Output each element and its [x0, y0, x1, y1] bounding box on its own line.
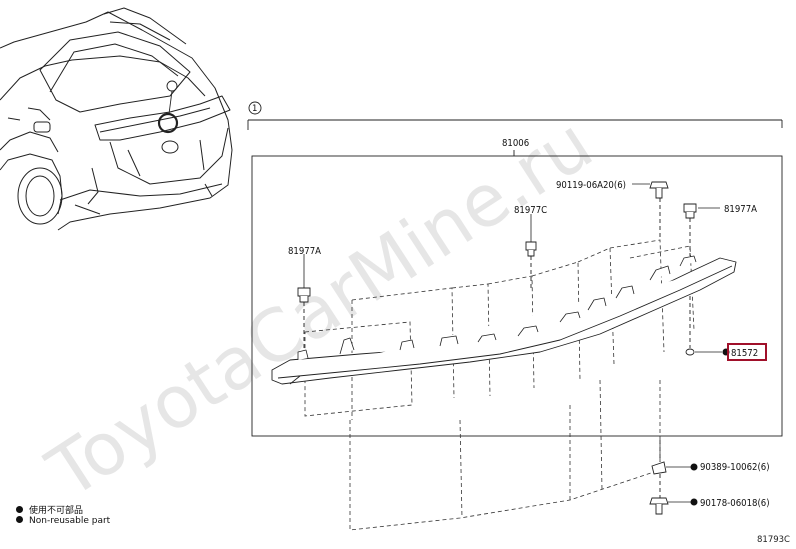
legend-text-english: Non-reusable part	[29, 516, 111, 526]
watermark-text: ToyotaCarMine.ru	[33, 101, 607, 515]
part-label-90178[interactable]: 90178‑06018(6)	[700, 498, 770, 509]
part-label-81977c[interactable]: 81977C	[514, 205, 547, 216]
legend-dot-icon	[16, 516, 23, 523]
part-label-81977a-right[interactable]: 81977A	[724, 204, 757, 215]
legend-text-japanese: 使用不可部品	[29, 506, 84, 516]
assembly-label: 81006	[502, 138, 529, 149]
non-reusable-dot	[690, 498, 698, 506]
legend-dot-icon	[16, 506, 23, 513]
legend-row-japanese: 使用不可部品	[16, 503, 83, 516]
part-label-90389[interactable]: 90389‑10062(6)	[700, 462, 770, 473]
figure-code: 81793C	[757, 535, 790, 545]
non-reusable-dot	[690, 463, 698, 471]
reference-bracket	[247, 101, 783, 130]
part-label-81572[interactable]: 81572	[731, 348, 758, 359]
part-label-90119[interactable]: 90119‑06A20(6)	[556, 180, 626, 191]
highlight-box-81572	[727, 343, 767, 361]
part-label-81977a-left[interactable]: 81977A	[288, 246, 321, 257]
assembly-frame	[251, 155, 783, 437]
ref-marker-number: 1	[252, 104, 257, 114]
vehicle-illustration	[0, 7, 233, 231]
garnish-bar	[271, 255, 737, 385]
label-leaders	[303, 183, 722, 503]
fasteners	[297, 181, 697, 515]
legend-row-english: Non-reusable part	[16, 516, 110, 526]
